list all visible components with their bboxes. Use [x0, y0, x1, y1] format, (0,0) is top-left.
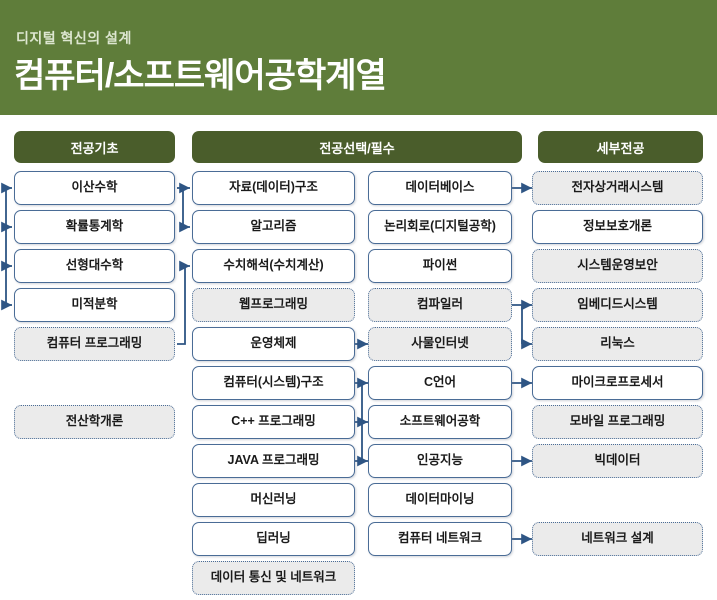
- course-node[interactable]: 데이터 통신 및 네트워크: [192, 561, 355, 595]
- course-node[interactable]: C언어: [368, 366, 512, 400]
- course-node[interactable]: JAVA 프로그래밍: [192, 444, 355, 478]
- course-node[interactable]: 선형대수학: [14, 249, 175, 283]
- course-node[interactable]: 자료(데이터)구조: [192, 171, 355, 205]
- course-node[interactable]: 머신러닝: [192, 483, 355, 517]
- course-node[interactable]: C++ 프로그래밍: [192, 405, 355, 439]
- course-node[interactable]: 리눅스: [532, 327, 703, 361]
- course-node[interactable]: 이산수학: [14, 171, 175, 205]
- course-node[interactable]: 빅데이터: [532, 444, 703, 478]
- page-title: 컴퓨터/소프트웨어공학계열: [14, 57, 387, 95]
- course-node[interactable]: 네트워크 설계: [532, 522, 703, 556]
- course-node[interactable]: 확률통계학: [14, 210, 175, 244]
- column-header-elective: 전공선택/필수: [192, 131, 522, 163]
- course-node[interactable]: 컴퓨터 프로그래밍: [14, 327, 175, 361]
- course-node[interactable]: 사물인터넷: [368, 327, 512, 361]
- course-node[interactable]: 웹프로그래밍: [192, 288, 355, 322]
- course-node[interactable]: 데이터베이스: [368, 171, 512, 205]
- course-node[interactable]: 컴퓨터 네트워크: [368, 522, 512, 556]
- header-banner: 디지털 혁신의 설계 컴퓨터/소프트웨어공학계열: [0, 0, 717, 115]
- course-node[interactable]: 임베디드시스템: [532, 288, 703, 322]
- connector-compiler-spine: [512, 304, 523, 344]
- column-header-basic: 전공기초: [14, 131, 175, 163]
- course-node[interactable]: 논리회로(디지털공학): [368, 210, 512, 244]
- course-node[interactable]: 운영체제: [192, 327, 355, 361]
- course-node[interactable]: 마이크로프로세서: [532, 366, 703, 400]
- course-node[interactable]: 소프트웨어공학: [368, 405, 512, 439]
- course-node[interactable]: 정보보호개론: [532, 210, 703, 244]
- course-node[interactable]: 알고리즘: [192, 210, 355, 244]
- connector-isan-to-algo: [179, 188, 190, 233]
- course-node[interactable]: 시스템운영보안: [532, 249, 703, 283]
- course-node[interactable]: 인공지능: [368, 444, 512, 478]
- connector-arch-spine-a: [355, 382, 363, 461]
- course-node[interactable]: 컴파일러: [368, 288, 512, 322]
- course-node[interactable]: 데이터마이닝: [368, 483, 512, 517]
- course-node[interactable]: 수치해석(수치계산): [192, 249, 355, 283]
- course-node[interactable]: 미적분학: [14, 288, 175, 322]
- course-node[interactable]: 컴퓨터(시스템)구조: [192, 366, 355, 400]
- course-node[interactable]: 전산학개론: [14, 405, 175, 439]
- column-header-detail: 세부전공: [538, 131, 703, 163]
- course-node[interactable]: 모바일 프로그래밍: [532, 405, 703, 439]
- header-subtitle: 디지털 혁신의 설계: [16, 30, 132, 46]
- course-node[interactable]: 전자상거래시스템: [532, 171, 703, 205]
- connector-prog-to-suchi: [177, 260, 190, 345]
- course-node[interactable]: 딥러닝: [192, 522, 355, 556]
- course-node[interactable]: 파이썬: [368, 249, 512, 283]
